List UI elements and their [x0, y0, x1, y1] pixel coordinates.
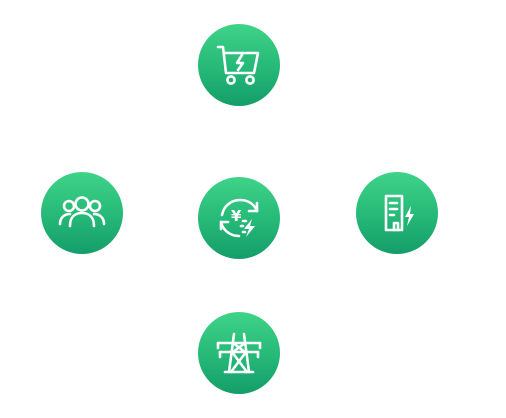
power-transmission-tower-icon — [216, 332, 262, 374]
yen-symbol: ¥ — [231, 207, 242, 225]
node-exchange: ¥ — [198, 177, 280, 259]
node-users — [41, 172, 123, 254]
shopping-cart-electricity-icon — [216, 45, 260, 85]
node-station — [356, 172, 438, 254]
node-cart — [198, 24, 280, 106]
charging-station-icon — [384, 194, 414, 232]
yen-exchange-energy-icon: ¥ — [219, 198, 259, 238]
users-group-icon — [58, 196, 106, 228]
node-tower — [198, 312, 280, 394]
